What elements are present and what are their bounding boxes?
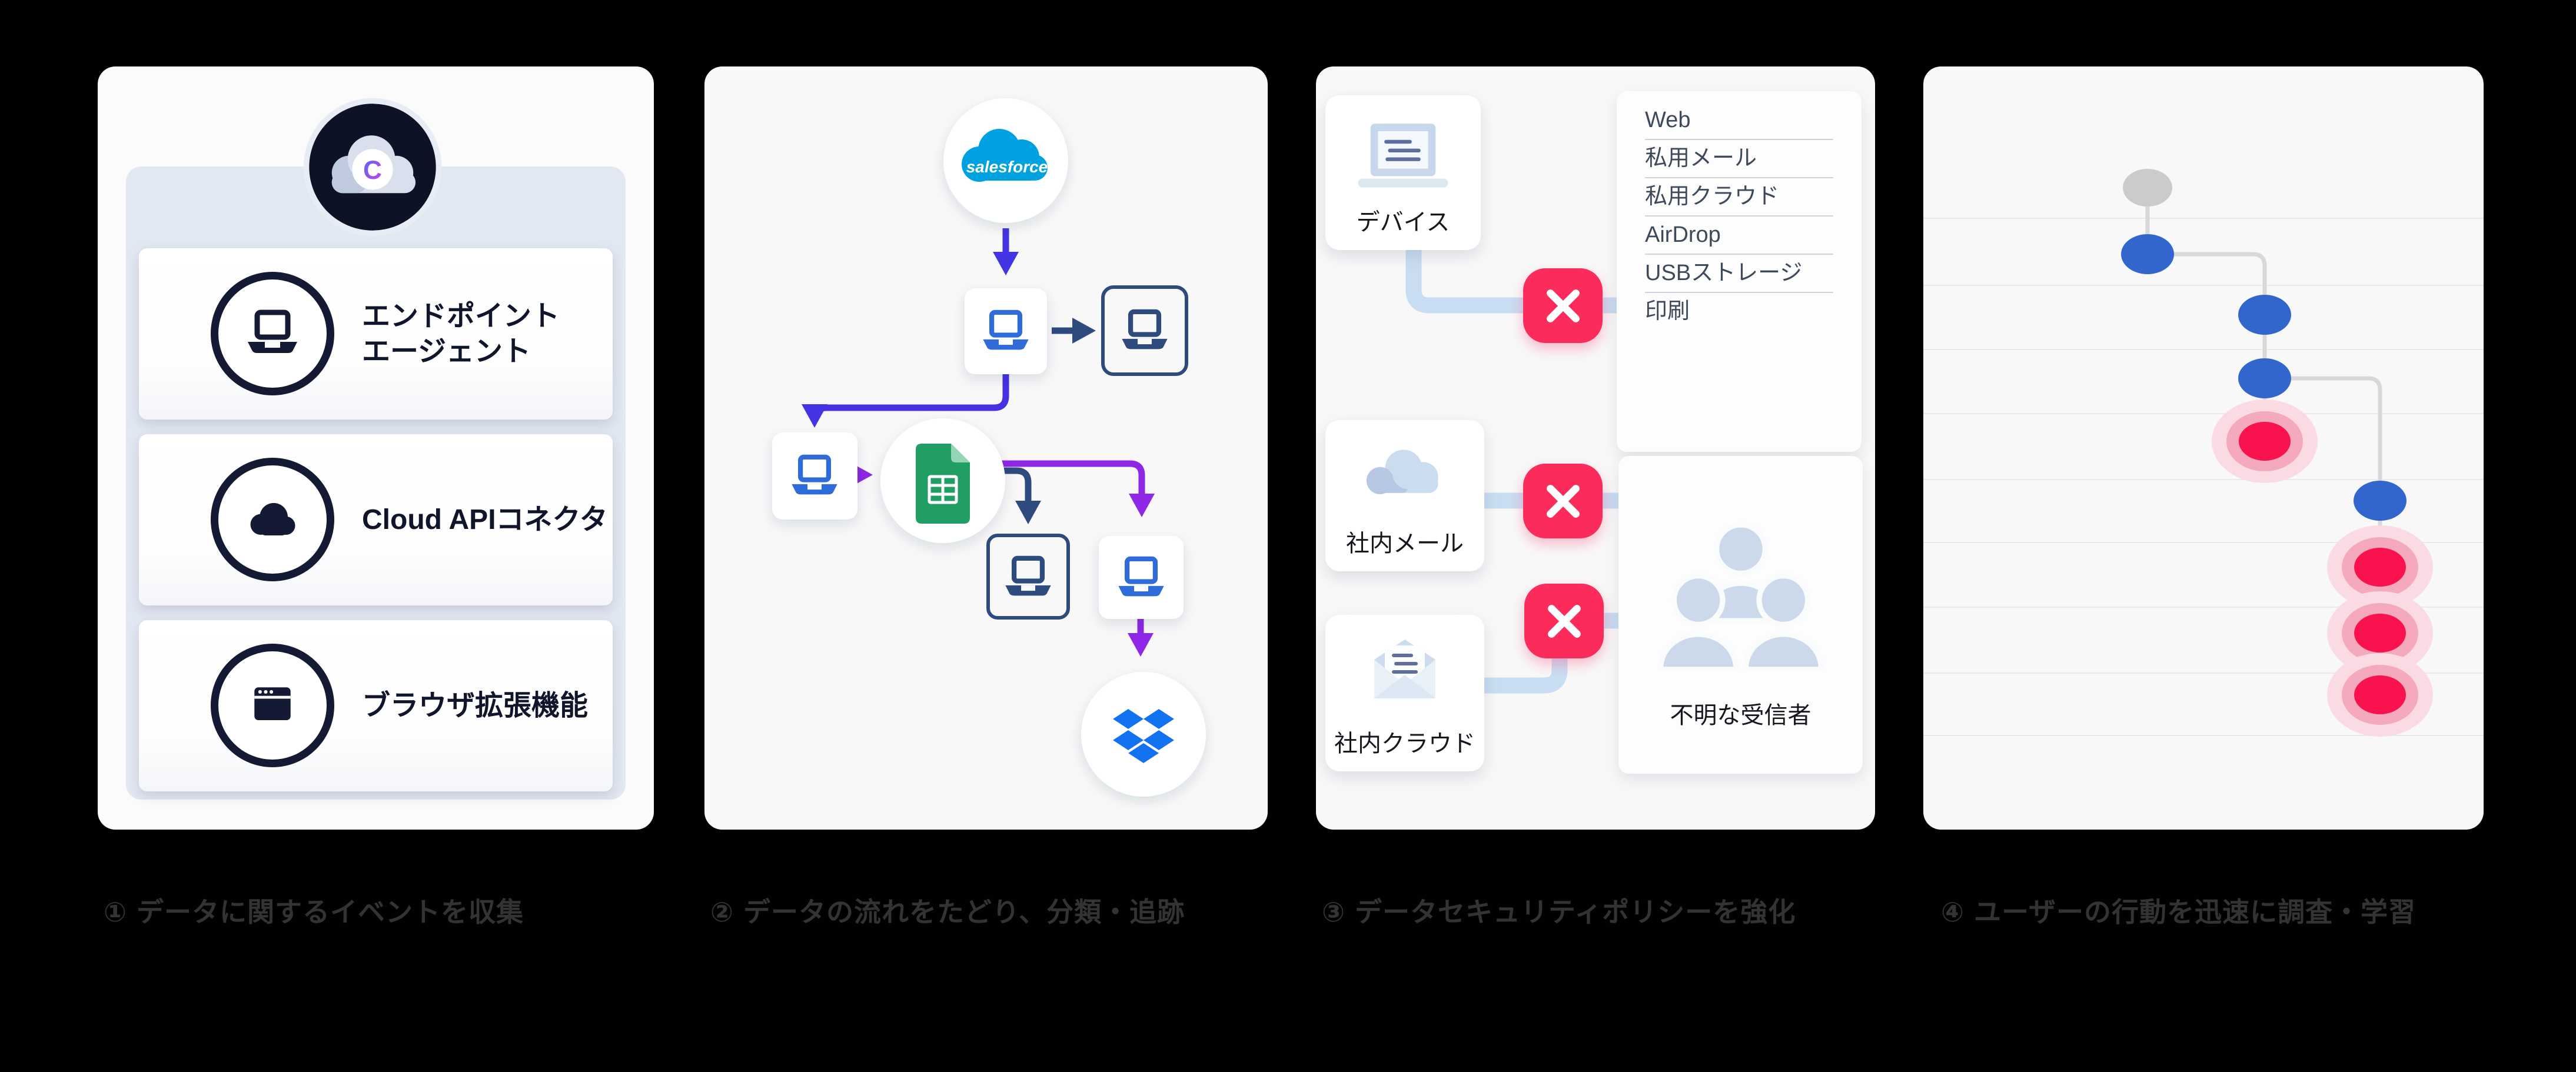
- caption-investigate: ④ ユーザーの行動を迅速に調査・学習: [1941, 891, 2416, 930]
- blocked-channel-item: 印刷: [1645, 299, 1690, 324]
- browser-icon: [211, 644, 334, 767]
- caption-enforce-policy: ③ データセキュリティポリシーを強化: [1322, 891, 1796, 930]
- blocked-channel-item: 私用メール: [1645, 140, 1833, 178]
- laptop-node: [965, 288, 1047, 374]
- caption-text: ユーザーの行動を迅速に調査・学習: [1973, 897, 2417, 927]
- flow-arrow: [802, 374, 1009, 428]
- source-card-internal-mail: 社内メール: [1325, 420, 1484, 571]
- laptop-node: [1099, 536, 1184, 619]
- timeline-node: [2238, 358, 2291, 398]
- internal-cloud-icon: [1355, 445, 1454, 507]
- collector-label: ブラウザ拡張機能: [362, 690, 589, 721]
- behavior-timeline: [1923, 169, 2484, 737]
- device-laptop-icon: [1353, 122, 1453, 192]
- timeline-node-alert: [2354, 548, 2406, 587]
- blocked-channels-panel: Web 私用メール 私用クラウド AirDrop USBストレージ 印刷: [1617, 91, 1862, 452]
- caption-trace-flow: ② データの流れをたどり、分類・追跡: [710, 891, 1185, 930]
- panel-collect-events: C エンドポイント エージェント Cloud APIコネクタ: [98, 66, 654, 830]
- timeline-node: [2121, 234, 2174, 274]
- flow-arrow: [1002, 460, 1155, 517]
- collector-label: エンドポイント エージェント: [362, 300, 560, 367]
- source-label: 社内クラウド: [1334, 731, 1475, 757]
- caption-number: ②: [710, 897, 734, 927]
- caption-text: データセキュリティポリシーを強化: [1354, 897, 1796, 927]
- blocked-channel-item: USBストレージ: [1645, 255, 1833, 293]
- salesforce-logo: salesforce: [943, 98, 1068, 223]
- caption-text: データの流れをたどり、分類・追跡: [743, 897, 1185, 927]
- laptop-node: [772, 432, 857, 520]
- block-x-icon: [1523, 268, 1603, 343]
- flow-arrow: [1002, 467, 1041, 524]
- timeline-node: [2238, 295, 2291, 335]
- envelope-icon: [1364, 635, 1446, 703]
- collector-row-cloud-api: Cloud APIコネクタ: [139, 434, 613, 605]
- collector-row-browser-extension: ブラウザ拡張機能: [139, 620, 613, 791]
- laptop-node-outlined: [986, 534, 1070, 620]
- blocked-channel-item: AirDrop: [1645, 217, 1833, 255]
- panel-enforce-policy: デバイス 社内メール 社内クラウド Web 私用メール 私用クラウド AirDr…: [1316, 66, 1875, 830]
- laptop-node-outlined: [1101, 285, 1188, 376]
- caption-collect-events: ① データに関するイベントを収集: [104, 891, 524, 930]
- timeline-node-alert: [2354, 614, 2406, 652]
- cyberhaven-cloud-logo: C: [299, 94, 446, 241]
- cloud-icon: [211, 458, 334, 581]
- logo-letter: C: [363, 156, 382, 185]
- timeline-node-alert: [2239, 422, 2291, 461]
- caption-number: ①: [104, 897, 127, 927]
- google-sheets-icon: [880, 418, 1005, 543]
- collector-row-endpoint-agent: エンドポイント エージェント: [139, 248, 613, 420]
- collector-label: Cloud APIコネクタ: [362, 504, 608, 535]
- timeline-node-alert: [2354, 675, 2406, 714]
- timeline-node: [2354, 481, 2407, 521]
- source-label: デバイス: [1356, 209, 1450, 235]
- source-card-device: デバイス: [1325, 95, 1481, 250]
- caption-text: データに関するイベントを収集: [136, 897, 524, 927]
- laptop-icon: [211, 272, 334, 395]
- unknown-recipients-label: 不明な受信者: [1670, 703, 1811, 728]
- salesforce-wordmark: salesforce: [966, 158, 1048, 176]
- source-card-internal-cloud: 社内クラウド: [1325, 615, 1484, 771]
- block-x-icon: [1524, 584, 1604, 658]
- blocked-channel-item: 私用クラウド: [1645, 178, 1833, 217]
- unknown-recipients-panel: 不明な受信者: [1618, 456, 1863, 774]
- blocked-channel-item: Web: [1645, 102, 1833, 140]
- pipe: [1405, 243, 1622, 314]
- data-flow-diagram: salesforce: [772, 98, 1206, 797]
- blocked-channels-list: Web 私用メール 私用クラウド AirDrop USBストレージ 印刷: [1645, 102, 1833, 330]
- panel-trace-data-flow: salesforce: [704, 66, 1268, 830]
- source-label: 社内メール: [1346, 531, 1464, 557]
- users-icon: [1650, 510, 1832, 671]
- panel-investigate-behavior: [1923, 66, 2484, 830]
- dropbox-icon: [1081, 672, 1206, 797]
- caption-number: ③: [1322, 897, 1345, 927]
- timeline-node-start: [2123, 169, 2172, 207]
- block-x-icon: [1523, 464, 1603, 538]
- caption-number: ④: [1941, 897, 1965, 927]
